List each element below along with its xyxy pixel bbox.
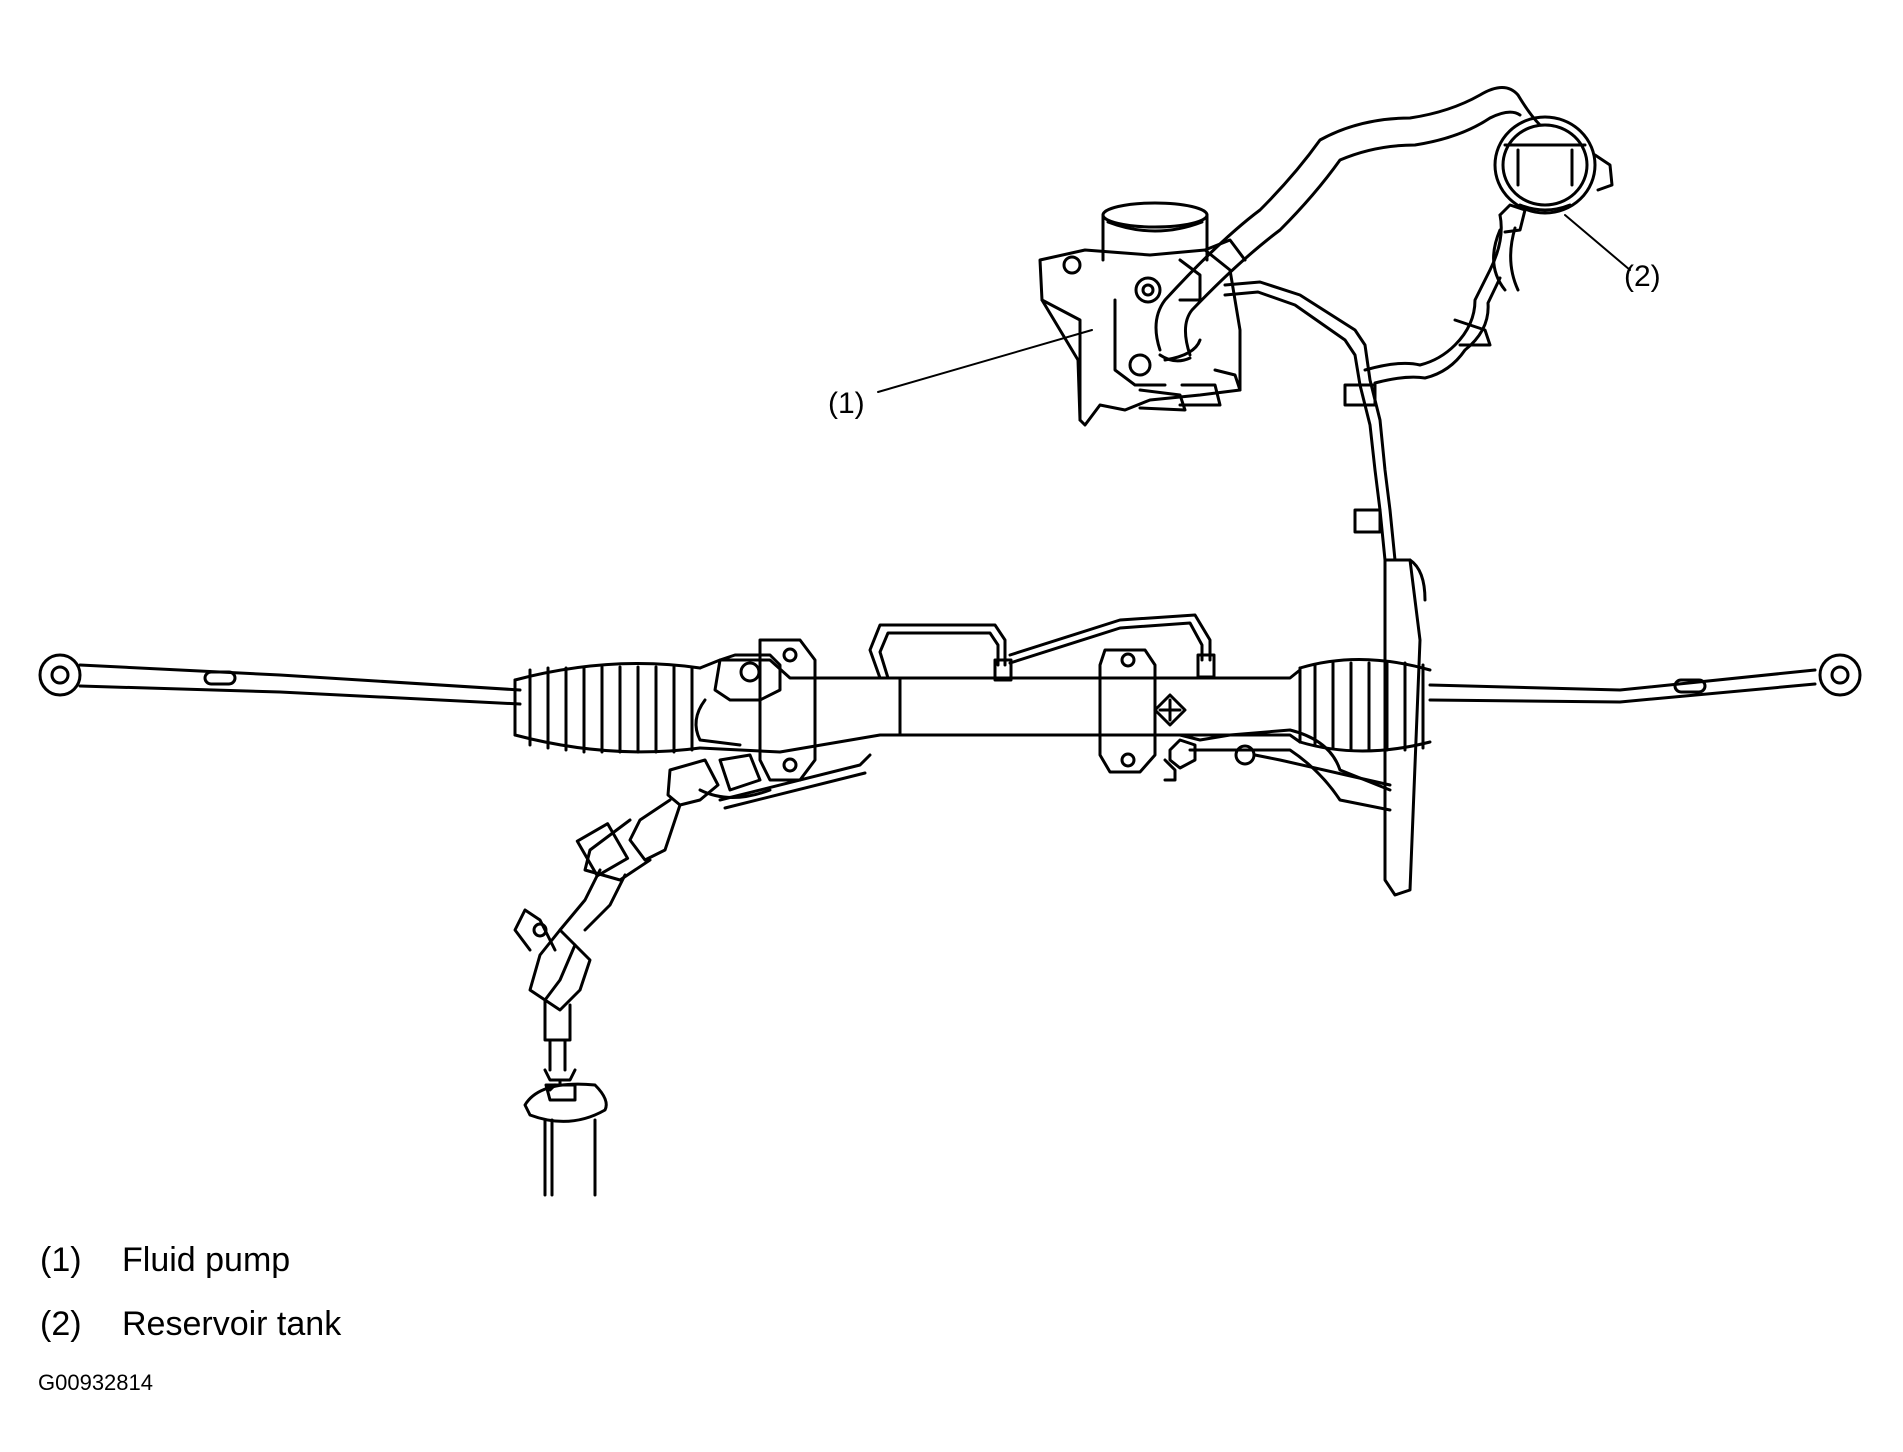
legend-item: (2) Reservoir tank: [40, 1292, 341, 1356]
fluid-pump-icon: [1038, 201, 1247, 427]
leader-line-1: [877, 329, 1093, 393]
legend: (1) Fluid pump (2) Reservoir tank: [40, 1228, 341, 1356]
figure-id: G00932814: [38, 1370, 153, 1395]
reservoir-tank-icon: [1493, 115, 1614, 215]
legend-number: (1): [40, 1240, 82, 1279]
legend-text: Fluid pump: [122, 1240, 291, 1279]
leader-line-2: [1564, 214, 1631, 271]
supply-hose: [1154, 86, 1542, 363]
left-tie-rod: [38, 653, 522, 706]
left-boot: [513, 662, 702, 754]
right-boot: [1298, 658, 1432, 753]
right-bracket: [1383, 558, 1427, 897]
steering-rack: [694, 638, 1302, 810]
rack-lines: [868, 613, 1216, 682]
callout-2: (2): [1624, 260, 1661, 293]
lower-lines: [1163, 728, 1392, 812]
pressure-hose: [1223, 280, 1397, 562]
leader-lines: [877, 214, 1631, 393]
steering-column: [513, 758, 720, 1197]
legend-text: Reservoir tank: [122, 1304, 342, 1343]
legend-number: (2): [40, 1304, 82, 1343]
legend-item: (1) Fluid pump: [40, 1228, 341, 1292]
callout-1: (1): [828, 387, 865, 420]
right-tie-rod: [1428, 653, 1862, 704]
return-hose: [1363, 203, 1527, 385]
